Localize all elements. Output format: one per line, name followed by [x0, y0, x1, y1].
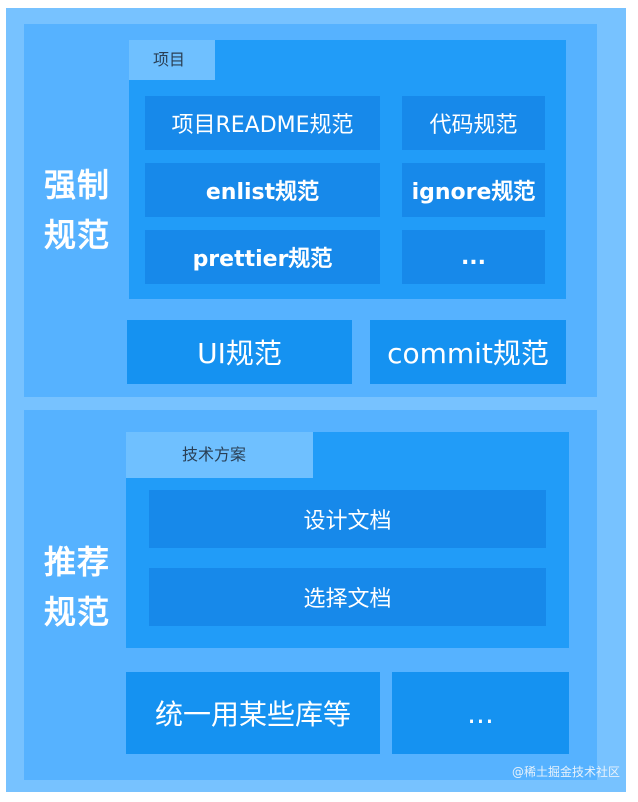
ignore-spec-cell: ignore规范 — [402, 163, 545, 217]
mandatory-section-title: 强制 规范 — [44, 160, 134, 260]
mandatory-title-line2: 规范 — [44, 216, 111, 254]
tech-plan-group-tab: 技术方案 — [126, 432, 313, 478]
watermark: @稀土掘金技术社区 — [511, 765, 620, 779]
ui-spec-tile: UI规范 — [127, 320, 352, 384]
recommended-section-title: 推荐 规范 — [44, 537, 134, 637]
selection-doc-cell: 选择文档 — [149, 568, 546, 626]
recommended-title-line1: 推荐 — [44, 543, 111, 581]
project-group-tab: 项目 — [129, 40, 215, 80]
design-doc-cell: 设计文档 — [149, 490, 546, 548]
unified-libs-tile: 统一用某些库等 — [126, 672, 380, 754]
mandatory-title-line1: 强制 — [44, 166, 111, 204]
project-more-cell: ... — [402, 230, 545, 284]
enlist-spec-cell: enlist规范 — [145, 163, 380, 217]
prettier-spec-cell: prettier规范 — [145, 230, 380, 284]
recommended-more-tile: ... — [392, 672, 569, 754]
code-spec-cell: 代码规范 — [402, 96, 545, 150]
project-readme-spec-cell: 项目README规范 — [145, 96, 380, 150]
commit-spec-tile: commit规范 — [370, 320, 566, 384]
recommended-title-line2: 规范 — [44, 593, 111, 631]
